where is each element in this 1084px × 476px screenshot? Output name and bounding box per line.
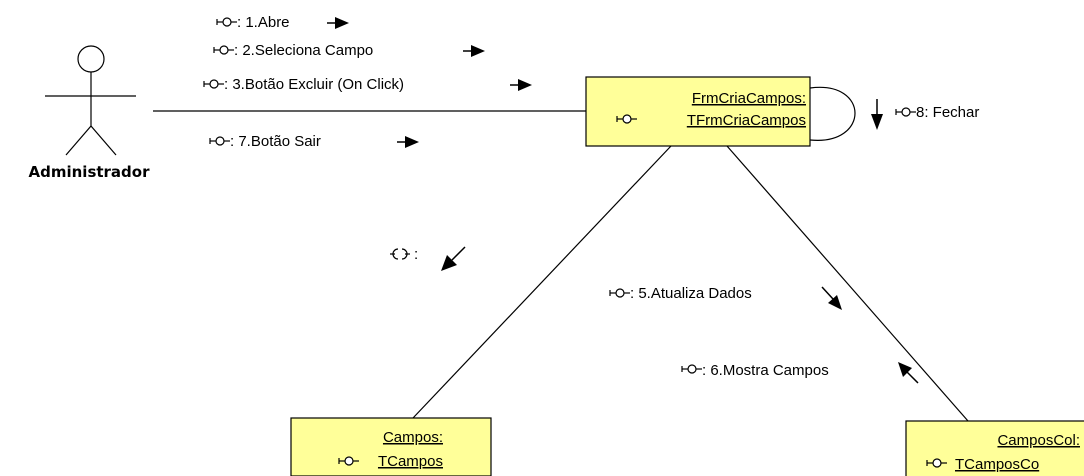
message-connector-icon [203, 79, 225, 89]
message-2: : 2.Seleciona Campo [213, 42, 486, 59]
object-name: Campos: [383, 429, 443, 446]
message-connector-icon [609, 288, 631, 298]
object-name: FrmCriaCampos: [692, 90, 806, 107]
message-connector-icon [681, 364, 703, 374]
object-frmcriacampos[interactable]: FrmCriaCampos: TFrmCriaCampos [585, 76, 811, 147]
arrow-right-icon [396, 135, 420, 149]
object-campos[interactable]: Campos: TCampos [290, 417, 492, 476]
link-frm-camposcol [726, 145, 969, 422]
message-unnamed: : [390, 246, 466, 271]
arrow-down-right-icon [821, 286, 842, 310]
message-connector-icon [895, 107, 917, 117]
message-label: : 5.Atualiza Dados [630, 285, 752, 302]
message-label: : 7.Botão Sair [230, 133, 321, 150]
object-class: TFrmCriaCampos [687, 112, 806, 129]
message-1: : 1.Abre [216, 14, 350, 31]
actor-administrador[interactable]: Administrador [29, 45, 151, 181]
message-6: : 6.Mostra Campos [681, 362, 919, 384]
actor-head [77, 45, 105, 73]
object-name: CamposCol: [997, 432, 1080, 449]
message-8: 8: Fechar [871, 99, 979, 130]
arrow-up-left-icon [898, 362, 919, 384]
message-label: 8: Fechar [916, 104, 979, 121]
actor-label: Administrador [29, 163, 151, 181]
message-label: : [414, 246, 418, 263]
message-connector-icon [213, 45, 235, 55]
arrow-down-left-icon [441, 246, 466, 271]
arrow-right-icon [462, 44, 486, 58]
message-label: : 2.Seleciona Campo [234, 42, 373, 59]
self-link-loop [809, 86, 856, 141]
message-connector-icon [216, 17, 238, 27]
link-frm-campos [412, 145, 672, 419]
object-class: TCamposCo [955, 456, 1039, 473]
message-label: : 1.Abre [237, 14, 290, 31]
message-5: : 5.Atualiza Dados [609, 285, 842, 310]
arrow-down-icon [871, 99, 883, 130]
arrow-right-icon [326, 16, 350, 30]
message-7: : 7.Botão Sair [209, 133, 420, 150]
message-label: : 3.Botão Excluir (On Click) [224, 76, 404, 93]
message-label: : 6.Mostra Campos [702, 362, 829, 379]
object-class: TCampos [378, 453, 443, 470]
message-connector-icon [209, 136, 231, 146]
arrow-right-icon [509, 78, 533, 92]
message-connector-icon [390, 248, 410, 260]
object-camposcol[interactable]: CamposCol: TCamposCo [905, 420, 1084, 476]
message-3: : 3.Botão Excluir (On Click) [203, 76, 533, 93]
